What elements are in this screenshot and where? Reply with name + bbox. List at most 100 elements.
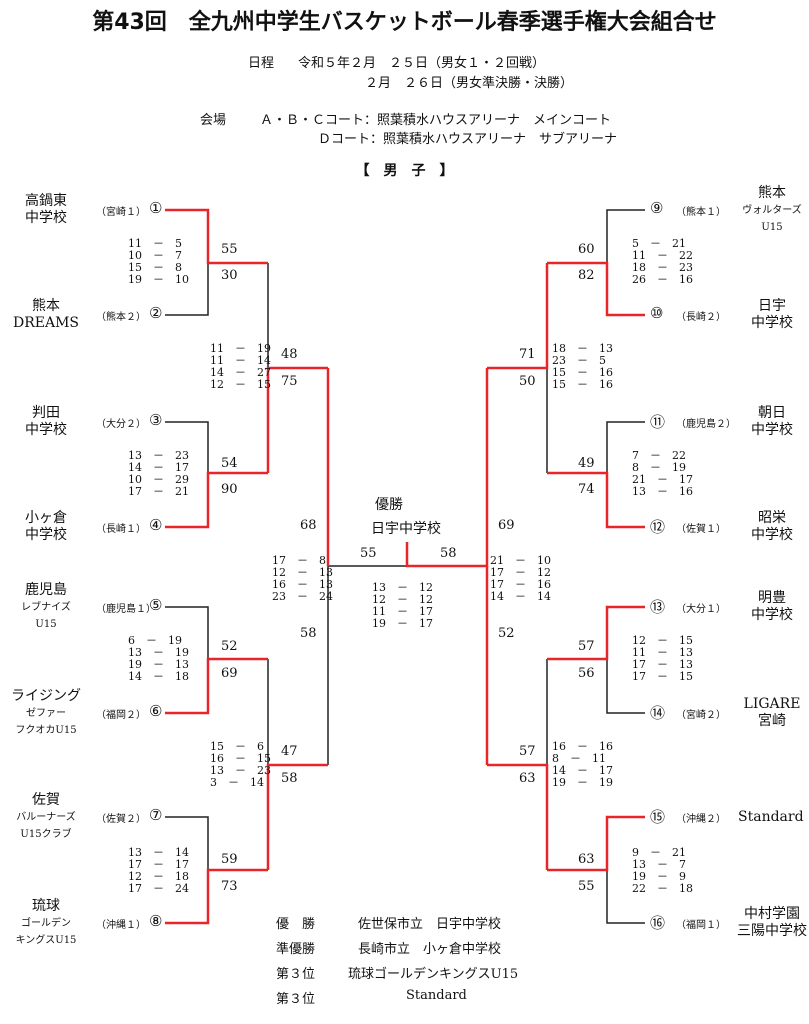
team-seed: ⑩: [650, 304, 664, 322]
team-name-line: 三陽中学校: [737, 923, 807, 939]
team-seed: ⑮: [650, 808, 666, 826]
team-name-line: 佐賀: [32, 791, 60, 808]
quarter-score: 18 － 23: [632, 261, 693, 274]
quarter-score: 13 － 19: [128, 646, 189, 659]
quarter-score: 13 － 7: [632, 858, 686, 871]
quarter-score: 21 － 10: [490, 554, 551, 567]
team-name-line: 中学校: [751, 422, 793, 438]
team-seed: ⑫: [650, 518, 666, 536]
quarter-score: 22 － 18: [632, 882, 693, 895]
team-seed: ②: [149, 304, 163, 322]
team-prefecture: （長崎１）: [96, 524, 146, 535]
team-name: 昭栄中学校: [722, 510, 809, 544]
quarter-score: 12 － 12: [372, 593, 433, 606]
section-heading-boys: 【 男 子 】: [355, 163, 454, 179]
quarter-score: 17 － 24: [128, 882, 189, 895]
team-name: 日宇中学校: [722, 298, 809, 332]
team-seed: ⑯: [650, 914, 666, 932]
match-score-2: 58: [300, 626, 317, 641]
venue-line-2: Ｄコート：照葉積水ハウスアリーナ サブアリーナ: [318, 132, 618, 147]
result-team: Standard: [406, 988, 467, 1003]
match-score-1: 47: [281, 744, 298, 759]
line-sfR-top: [405, 368, 489, 568]
team-prefecture: （熊本１）: [676, 207, 726, 218]
team-name-line: ゴールデン: [21, 917, 71, 929]
team-prefecture: （佐賀１）: [676, 524, 726, 535]
team-name-line: 中学校: [751, 315, 793, 331]
line-m1-top: [165, 208, 268, 265]
team-name-line: U15: [35, 618, 57, 630]
team-seed: ⑬: [650, 598, 666, 616]
page-title: 第43回 全九州中学生バスケットボール春季選手権大会組合せ: [92, 10, 717, 35]
team-seed: ①: [149, 199, 163, 217]
quarter-score: 14 － 17: [128, 461, 189, 474]
team-name: 琉球ゴールデンキングスU15: [0, 898, 96, 949]
match-score-2: 63: [519, 771, 536, 786]
quarter-score: 12 － 13: [272, 566, 333, 579]
quarter-score: 13 － 14: [128, 846, 189, 859]
team-prefecture: （大分１）: [676, 604, 726, 615]
match-score-2: 52: [498, 626, 515, 641]
schedule-label: 日程: [248, 56, 275, 71]
team-seed: ⑦: [149, 806, 163, 824]
line-m6-bottom: [547, 471, 645, 529]
champion-name: 日宇中学校: [371, 521, 441, 537]
quarter-score: 12 － 15: [210, 378, 271, 391]
schedule-line-2: ２月 ２６日（男女準決勝・決勝）: [365, 76, 574, 91]
team-name-line: 朝日: [758, 405, 786, 421]
venue-label: 会場: [200, 113, 227, 128]
match-score-2: 50: [519, 374, 536, 389]
match-score-2: 56: [578, 666, 595, 681]
team-name-line: ゼファー: [26, 707, 66, 719]
quarter-score: 26 － 16: [632, 273, 693, 286]
quarter-score: 11 － 22: [632, 249, 693, 262]
line-m1-bottom: [165, 263, 209, 316]
team-prefecture: （福岡１）: [676, 920, 726, 931]
quarter-score: 11 － 5: [128, 237, 182, 250]
quarter-score: 9 － 21: [632, 846, 686, 859]
match-score-1: 48: [281, 347, 298, 362]
team-prefecture: （長崎２）: [676, 312, 726, 323]
result-rank: 準優勝: [276, 942, 316, 957]
quarter-score: 19 － 13: [128, 658, 189, 671]
line-m4-top: [165, 816, 209, 870]
team-name-line: レブナイズ: [21, 601, 71, 613]
quarter-score: 12 － 18: [128, 870, 189, 883]
quarter-score: 5 － 21: [632, 237, 686, 250]
line-m8-top: [547, 815, 645, 872]
team-prefecture: （宮崎２）: [676, 710, 726, 721]
result-team: 琉球ゴールデンキングスU15: [348, 967, 519, 982]
team-seed: ⑧: [149, 912, 163, 930]
quarter-score: 14 － 14: [490, 590, 551, 603]
line-m2-bottom: [165, 471, 268, 529]
team-name-line: 熊本: [758, 184, 786, 201]
quarter-score: 17 － 16: [490, 578, 551, 591]
team-name-line: 小ヶ倉: [25, 510, 67, 526]
team-prefecture: （宮崎１）: [96, 207, 146, 218]
team-name-line: 中学校: [25, 527, 67, 543]
line-m3-bottom: [165, 657, 268, 715]
team-name-line: Standard: [738, 808, 804, 825]
quarter-score: 12 － 15: [632, 634, 693, 647]
quarter-score: 16 － 15: [210, 752, 271, 765]
line-m4-bottom: [165, 868, 268, 925]
match-score-1: 63: [578, 852, 595, 867]
match-score-1: 68: [300, 518, 317, 533]
team-name-line: 鹿児島: [25, 581, 67, 598]
match-score-2: 75: [281, 374, 298, 389]
team-name-line: ヴォルターズ: [742, 204, 802, 216]
result-team: 佐世保市立 日宇中学校: [358, 917, 502, 932]
team-seed: ④: [149, 516, 163, 534]
team-name: 朝日中学校: [722, 405, 809, 439]
team-name-line: バルーナーズ: [16, 811, 76, 823]
line-m5-bottom: [547, 261, 645, 317]
